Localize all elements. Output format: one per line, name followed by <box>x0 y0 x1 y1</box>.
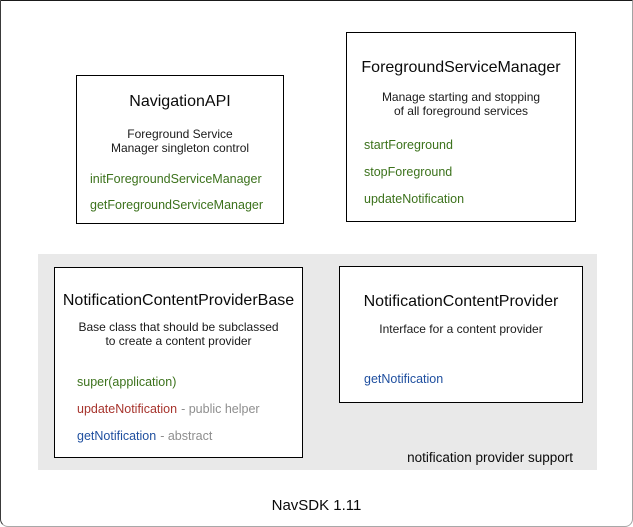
method-name: updateNotification <box>77 402 178 416</box>
group-label: notification provider support <box>407 450 573 465</box>
class-description-notification-content-provider-base: Base class that should be subclassed to … <box>55 320 302 348</box>
method-name: getNotification <box>77 429 157 443</box>
class-description-navigation-api: Foreground Service Manager singleton con… <box>77 127 283 155</box>
class-description-foreground-service-manager: Manage starting and stopping of all fore… <box>347 90 575 118</box>
description-line: Interface for a content provider <box>379 322 543 336</box>
class-title-navigation-api: NavigationAPI <box>129 93 231 110</box>
method-stop-foreground: stopForeground <box>364 165 575 179</box>
description-line: Manage starting and stopping <box>381 90 541 104</box>
method-name: super(application) <box>77 375 177 389</box>
method-list-navigation-api: initForegroundServiceManager getForegrou… <box>77 172 283 212</box>
method-start-foreground: startForeground <box>364 138 575 152</box>
class-title-notification-content-provider: NotificationContentProvider <box>363 293 559 310</box>
method-get-foreground-service-manager: getForegroundServiceManager <box>90 198 283 212</box>
method-update-notification: updateNotification <box>364 192 575 206</box>
method-annotation: - abstract <box>160 429 213 443</box>
method-super-application: super(application) <box>77 375 302 389</box>
method-init-foreground-service-manager: initForegroundServiceManager <box>90 172 283 186</box>
description-line: Base class that should be subclassed <box>78 320 279 334</box>
method-name: stopForeground <box>364 165 453 179</box>
description-line: Manager singleton control <box>110 141 250 155</box>
class-title-foreground-service-manager: ForegroundServiceManager <box>361 59 561 76</box>
method-list-foreground-service-manager: startForeground stopForeground updateNot… <box>347 138 575 206</box>
class-box-navigation-api: NavigationAPI Foreground Service Manager… <box>76 75 284 224</box>
method-get-notification: getNotification <box>364 372 582 386</box>
diagram-caption: NavSDK 1.11 <box>271 497 362 514</box>
method-name: startForeground <box>364 138 453 152</box>
method-name: updateNotification <box>364 192 465 206</box>
method-name: getNotification <box>364 372 444 386</box>
class-description-notification-content-provider: Interface for a content provider <box>340 322 582 336</box>
method-get-notification: getNotification- abstract <box>77 429 302 443</box>
method-update-notification: updateNotification- public helper <box>77 402 302 416</box>
description-line: Foreground Service <box>127 127 233 141</box>
method-name: initForegroundServiceManager <box>90 172 262 186</box>
description-line: of all foreground services <box>393 104 529 118</box>
class-box-notification-content-provider-base: NotificationContentProviderBase Base cla… <box>54 267 303 458</box>
method-list-notification-content-provider-base: super(application) updateNotification- p… <box>55 375 302 443</box>
description-line: to create a content provider <box>105 334 252 348</box>
class-box-foreground-service-manager: ForegroundServiceManager Manage starting… <box>346 32 576 222</box>
method-name: getForegroundServiceManager <box>90 198 264 212</box>
class-box-notification-content-provider: NotificationContentProvider Interface fo… <box>339 266 583 403</box>
method-list-notification-content-provider: getNotification <box>340 372 582 386</box>
class-title-notification-content-provider-base: NotificationContentProviderBase <box>62 292 295 309</box>
method-annotation: - public helper <box>181 402 260 416</box>
